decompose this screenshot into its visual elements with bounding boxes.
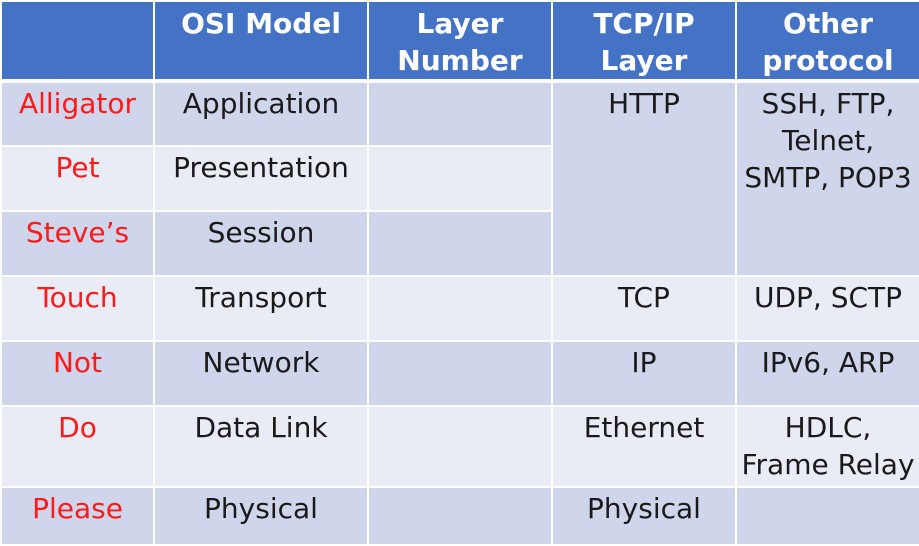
table-row: Please Physical Physical — [0, 486, 919, 546]
layer-number-cell — [367, 275, 553, 342]
header-row: OSI Model Layer Number TCP/IP Layer Othe… — [0, 0, 919, 83]
tcpip-layer-cell: IP — [551, 340, 737, 407]
layer-number-cell — [367, 210, 553, 277]
table-row: Steve’s Session — [0, 210, 919, 277]
osi-layer-cell: Transport — [153, 275, 369, 342]
table-row: Not Network IP IPv6, ARP — [0, 340, 919, 407]
other-protocol-cell: HDLC, Frame Relay — [735, 405, 919, 488]
other-protocol-cell: SSH, FTP, Telnet, SMTP, POP3 — [735, 80, 919, 277]
mnemonic-cell: Please — [0, 486, 155, 546]
osi-layer-cell: Physical — [153, 486, 369, 546]
osi-layer-cell: Application — [153, 80, 369, 147]
mnemonic-cell: Touch — [0, 275, 155, 342]
table-row: Do Data Link Ethernet HDLC, Frame Relay — [0, 405, 919, 488]
layer-number-cell — [367, 340, 553, 407]
osi-layer-cell: Session — [153, 210, 369, 277]
tcpip-layer-cell: HTTP — [551, 80, 737, 277]
other-protocol-cell — [735, 486, 919, 546]
osi-layer-cell: Data Link — [153, 405, 369, 488]
mnemonic-cell: Steve’s — [0, 210, 155, 277]
header-osi-model: OSI Model — [153, 0, 369, 83]
tcpip-layer-cell: TCP — [551, 275, 737, 342]
osi-layer-cell: Presentation — [153, 145, 369, 212]
header-tcpip-layer: TCP/IP Layer — [551, 0, 737, 83]
layer-number-cell — [367, 145, 553, 212]
mnemonic-cell: Alligator — [0, 80, 155, 147]
table-row: Pet Presentation — [0, 145, 919, 212]
layer-number-cell — [367, 80, 553, 147]
mnemonic-cell: Not — [0, 340, 155, 407]
osi-layer-cell: Network — [153, 340, 369, 407]
tcpip-layer-cell: Ethernet — [551, 405, 737, 488]
header-other-protocol: Other protocol — [735, 0, 919, 83]
layer-number-cell — [367, 405, 553, 488]
header-mnemonic — [0, 0, 155, 83]
other-protocol-cell: IPv6, ARP — [735, 340, 919, 407]
tcpip-layer-cell: Physical — [551, 486, 737, 546]
other-protocol-cell: UDP, SCTP — [735, 275, 919, 342]
table-row: Alligator Application HTTP SSH, FTP, Tel… — [0, 80, 919, 277]
layer-number-cell — [367, 486, 553, 546]
header-layer-number: Layer Number — [367, 0, 553, 83]
table-row: Touch Transport TCP UDP, SCTP — [0, 275, 919, 342]
mnemonic-cell: Do — [0, 405, 155, 488]
mnemonic-cell: Pet — [0, 145, 155, 212]
